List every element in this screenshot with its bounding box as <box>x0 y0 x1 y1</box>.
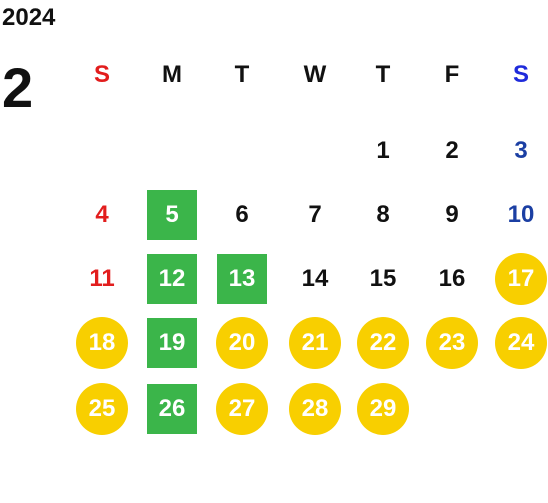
day-23[interactable]: 23 <box>426 317 478 369</box>
day-14[interactable]: 14 <box>301 265 329 292</box>
day-6[interactable]: 6 <box>235 201 249 228</box>
day-15[interactable]: 15 <box>369 265 397 292</box>
day-18[interactable]: 18 <box>76 317 128 369</box>
day-17[interactable]: 17 <box>495 253 547 305</box>
day-5[interactable]: 5 <box>147 190 197 240</box>
day-11[interactable]: 11 <box>89 265 115 292</box>
day-12[interactable]: 12 <box>147 254 197 304</box>
day-3[interactable]: 3 <box>514 137 528 164</box>
weekday-header-0: S <box>93 61 110 88</box>
day-21[interactable]: 21 <box>289 317 341 369</box>
year-label: 2024 <box>2 4 56 31</box>
weekday-header-5: F <box>444 61 460 88</box>
day-20[interactable]: 20 <box>216 317 268 369</box>
day-8[interactable]: 8 <box>376 201 390 228</box>
weekday-header-1: M <box>162 61 182 88</box>
weekday-header-3: W <box>303 61 327 88</box>
month-label: 2 <box>2 56 34 119</box>
day-1[interactable]: 1 <box>376 137 390 164</box>
day-16[interactable]: 16 <box>438 265 466 292</box>
day-27[interactable]: 27 <box>216 383 268 435</box>
day-25[interactable]: 25 <box>76 383 128 435</box>
day-28[interactable]: 28 <box>289 383 341 435</box>
day-13[interactable]: 13 <box>217 254 267 304</box>
weekday-header-2: T <box>234 61 250 88</box>
day-9[interactable]: 9 <box>445 201 459 228</box>
day-29[interactable]: 29 <box>357 383 409 435</box>
day-4[interactable]: 4 <box>95 201 109 228</box>
day-19[interactable]: 19 <box>147 318 197 368</box>
weekday-header-6: S <box>512 61 529 88</box>
day-2[interactable]: 2 <box>445 137 459 164</box>
day-24[interactable]: 24 <box>495 317 547 369</box>
day-26[interactable]: 26 <box>147 384 197 434</box>
day-7[interactable]: 7 <box>308 201 322 228</box>
weekday-header-4: T <box>375 61 391 88</box>
day-22[interactable]: 22 <box>357 317 409 369</box>
day-10[interactable]: 10 <box>507 201 535 228</box>
